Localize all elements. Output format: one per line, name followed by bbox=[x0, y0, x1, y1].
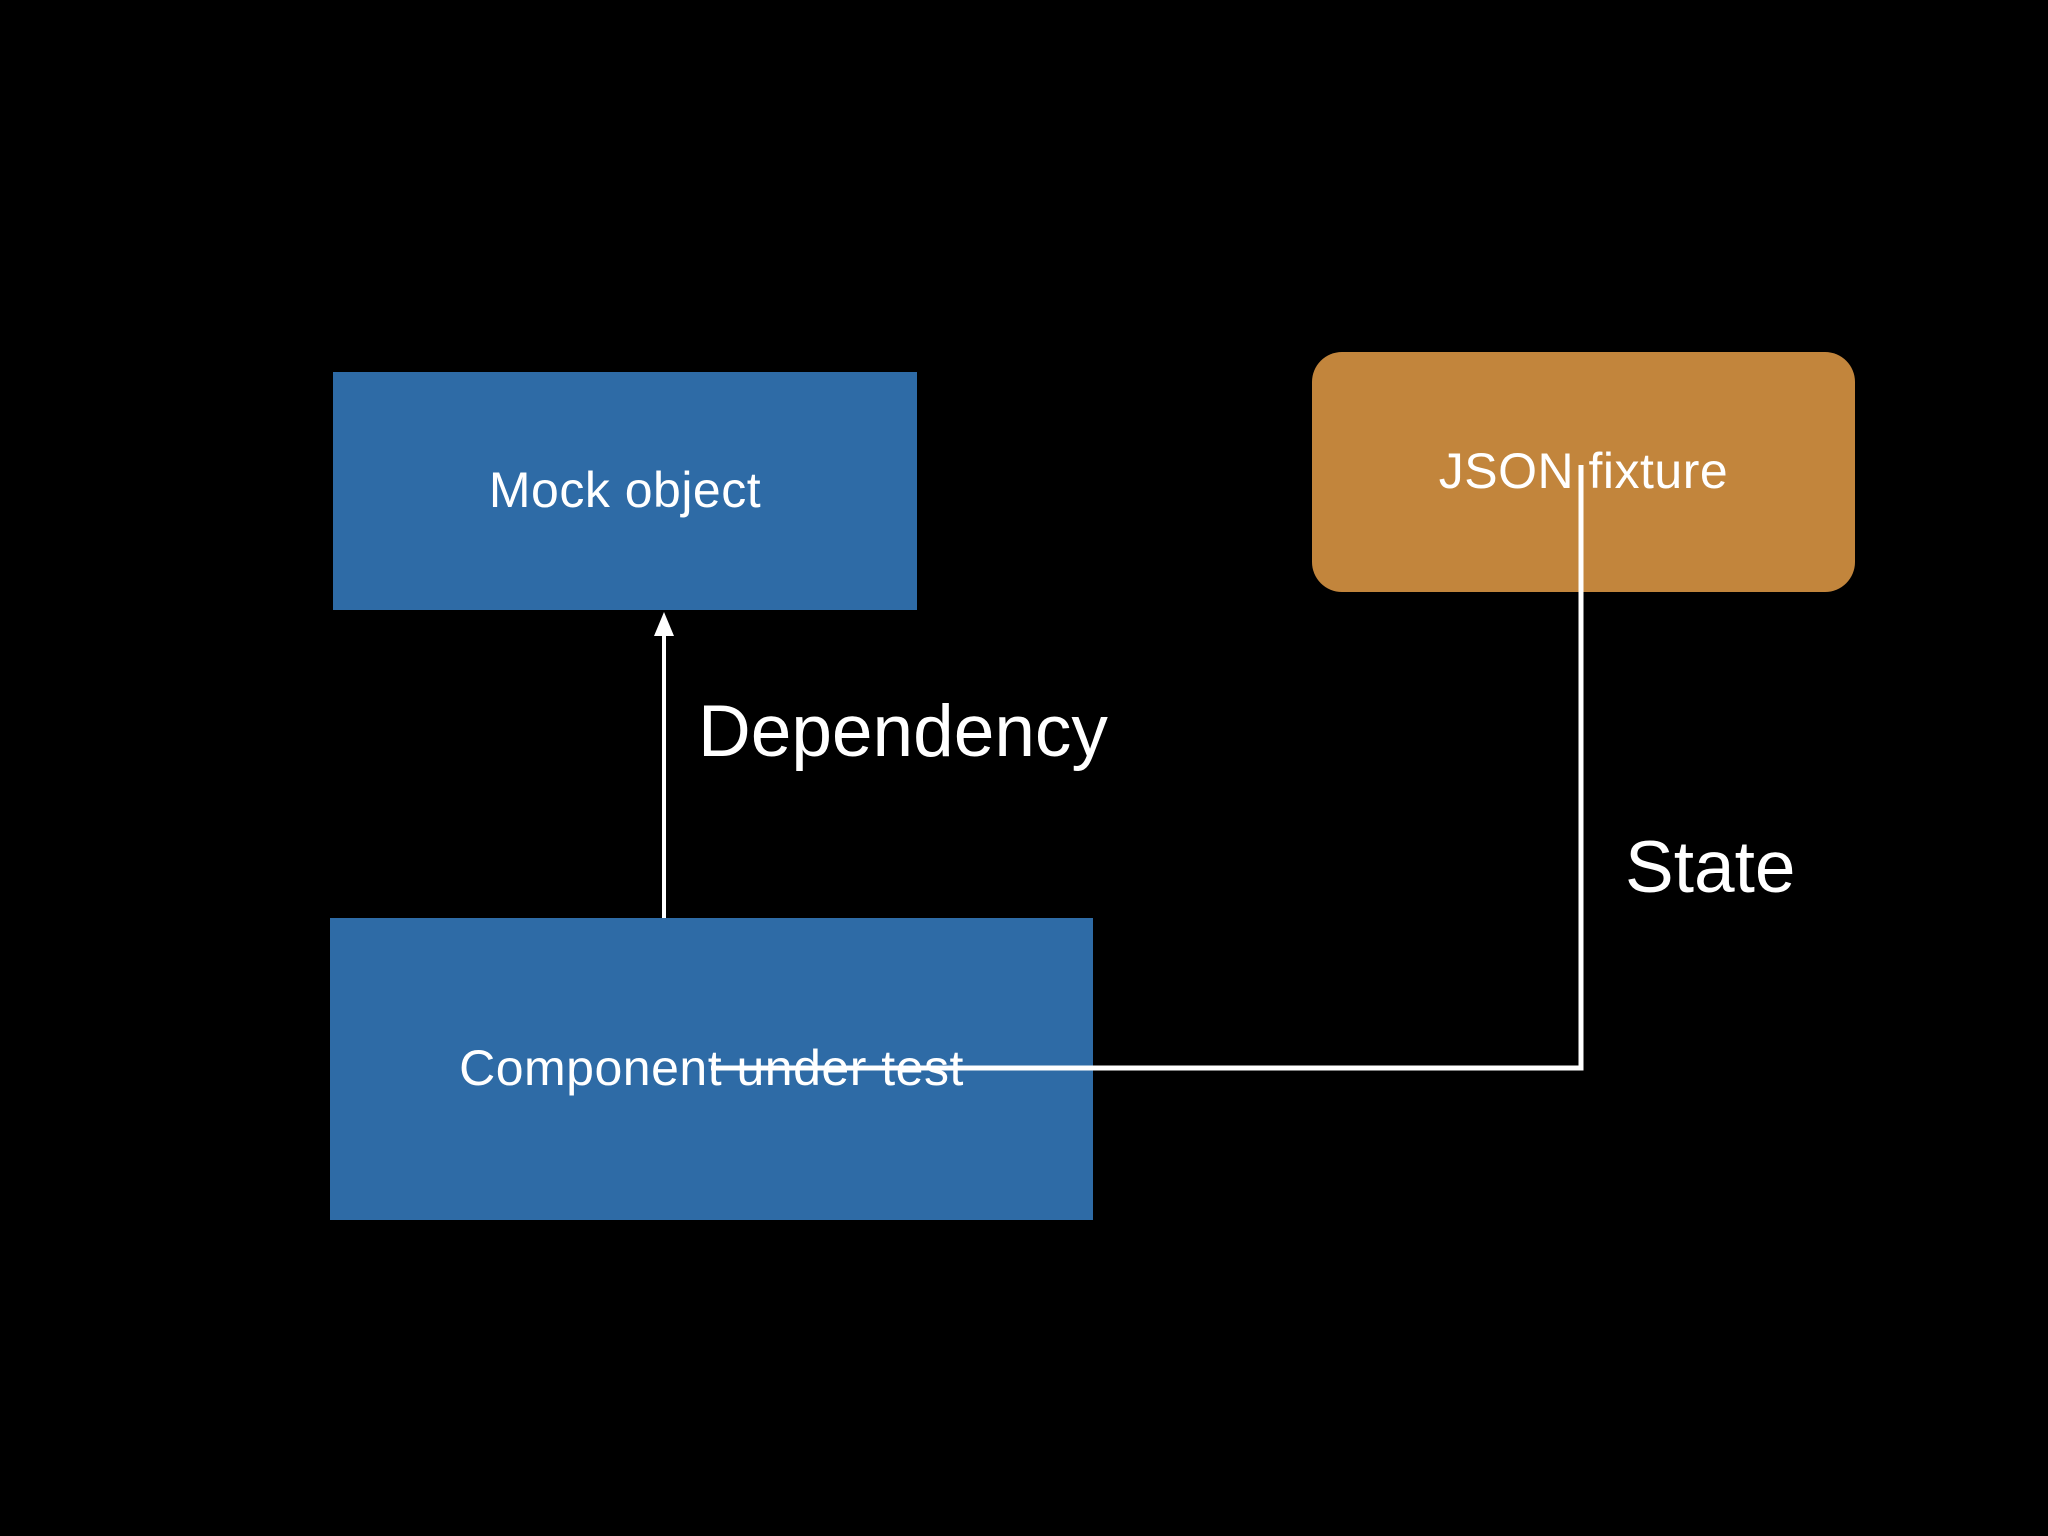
node-mock-object-label: Mock object bbox=[488, 462, 762, 519]
node-json-fixture: JSON fixture bbox=[1312, 352, 1855, 592]
node-component-under-test: Component under test bbox=[330, 918, 1093, 1220]
edge-label-state: State bbox=[1625, 827, 1796, 908]
node-mock-object: Mock object bbox=[333, 372, 917, 610]
arrowhead-up-icon bbox=[654, 612, 674, 636]
dependency-arrow bbox=[654, 612, 674, 918]
node-json-fixture-label: JSON fixture bbox=[1438, 443, 1729, 500]
node-component-under-test-label: Component under test bbox=[459, 1040, 964, 1097]
edge-label-dependency: Dependency bbox=[698, 691, 1108, 772]
